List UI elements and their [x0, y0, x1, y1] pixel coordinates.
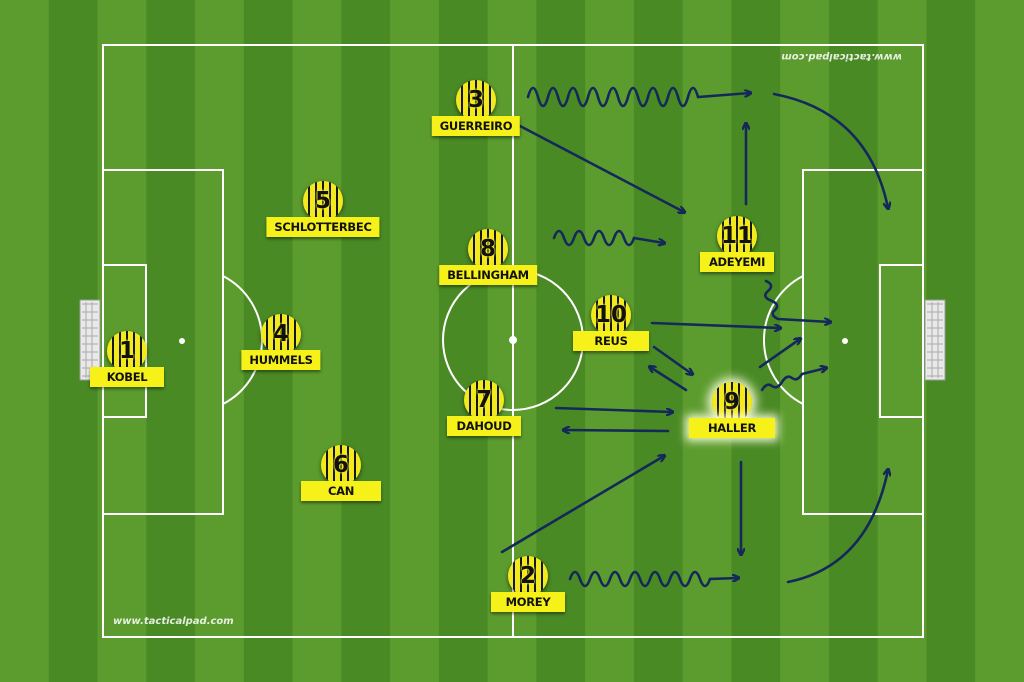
player-hummels[interactable]: 4 HUMMELS — [221, 314, 341, 394]
player-number: 8 — [479, 236, 496, 262]
grass-stripe — [731, 0, 781, 682]
player-name: KOBEL — [90, 367, 164, 387]
player-name: GUERREIRO — [431, 116, 521, 136]
watermark-top: www.tacticalpad.com — [781, 51, 902, 62]
dahoud-pass-arrow — [554, 406, 672, 412]
haller-shot-arrow-2 — [760, 368, 826, 392]
player-number: 2 — [519, 563, 536, 589]
watermark-bottom: www.tacticalpad.com — [113, 616, 234, 627]
shirt-icon — [591, 295, 631, 335]
player-number: 10 — [594, 302, 627, 328]
player-haller[interactable]: 9 HALLER — [672, 382, 792, 462]
right-goal-area — [879, 264, 924, 418]
player-number: 4 — [272, 321, 289, 347]
grass-stripe — [390, 0, 440, 682]
player-name: REUS — [573, 331, 649, 351]
player-number: 3 — [467, 87, 484, 113]
shirt-icon — [464, 380, 504, 420]
player-number: 7 — [475, 387, 492, 413]
movement-arrows — [500, 86, 888, 588]
centre-spot — [509, 336, 517, 344]
player-guerreiro[interactable]: 3 GUERREIRO — [416, 80, 536, 160]
shirt-icon — [712, 382, 752, 422]
right-penalty-spot — [842, 338, 848, 344]
shirt-icon — [321, 445, 361, 485]
haller-to-reus-arrow — [650, 367, 688, 392]
morey-dribble-arrow — [568, 570, 738, 588]
grass-stripe — [975, 0, 1024, 682]
player-number: 1 — [118, 338, 135, 364]
player-name: SCHLOTTERBEC — [266, 217, 380, 237]
shirt-icon — [107, 331, 147, 371]
player-name: CAN — [301, 481, 381, 501]
haller-shot-arrow-1 — [758, 339, 800, 369]
reus-to-haller-arrow — [652, 345, 692, 374]
grass-stripe — [195, 0, 245, 682]
grass-stripe — [0, 0, 50, 682]
grass-stripe — [341, 0, 391, 682]
grass-stripe — [682, 0, 732, 682]
grass-stripe — [828, 0, 879, 682]
morey-run-arrow — [500, 456, 664, 554]
shirt-icon — [303, 181, 343, 221]
right-goal — [924, 299, 946, 381]
shirt-icon — [456, 80, 496, 120]
player-name: DAHOUD — [447, 416, 521, 436]
player-reus[interactable]: 10 REUS — [551, 295, 671, 375]
player-name: HALLER — [689, 418, 775, 438]
right-flank-cross-arrow — [772, 92, 888, 208]
left-goal-area — [102, 264, 147, 418]
shirt-icon — [717, 216, 757, 256]
player-name: MOREY — [491, 592, 565, 612]
bellingham-dribble-arrow — [552, 229, 664, 245]
player-adeyemi[interactable]: 11 ADEYEMI — [677, 216, 797, 296]
player-number: 6 — [332, 452, 349, 478]
player-name: HUMMELS — [241, 350, 321, 370]
left-penalty-spot — [179, 338, 185, 344]
grass-stripe — [146, 0, 196, 682]
player-kobel[interactable]: 1 KOBEL — [67, 331, 187, 411]
player-dahoud[interactable]: 7 DAHOUD — [424, 380, 544, 460]
player-number: 5 — [314, 188, 331, 214]
shirt-icon — [261, 314, 301, 354]
guerreiro-run-arrow — [518, 124, 684, 212]
grass-stripe — [292, 0, 342, 682]
guerreiro-dribble-arrow — [526, 86, 750, 108]
player-name: ADEYEMI — [700, 252, 774, 272]
adeyemi-cut-in-arrow — [763, 279, 830, 322]
haller-to-dahoud-arrow — [564, 430, 670, 431]
reus-pass-arrow — [650, 321, 780, 328]
player-can[interactable]: 6 CAN — [281, 445, 401, 525]
right-penalty-arc — [763, 275, 804, 405]
right-flank-low-cross-arrow — [786, 470, 888, 584]
player-number: 11 — [720, 223, 753, 249]
player-number: 9 — [723, 389, 740, 415]
shirt-icon — [508, 556, 548, 596]
player-bellingham[interactable]: 8 BELLINGHAM — [428, 229, 548, 309]
pitch-markings — [102, 44, 924, 638]
grass-stripe — [877, 0, 927, 682]
grass-stripe — [780, 0, 830, 682]
player-morey[interactable]: 2 MOREY — [468, 556, 588, 636]
player-schlotterbec[interactable]: 5 SCHLOTTERBEC — [263, 181, 383, 261]
player-name: BELLINGHAM — [439, 265, 537, 285]
shirt-icon — [468, 229, 508, 269]
